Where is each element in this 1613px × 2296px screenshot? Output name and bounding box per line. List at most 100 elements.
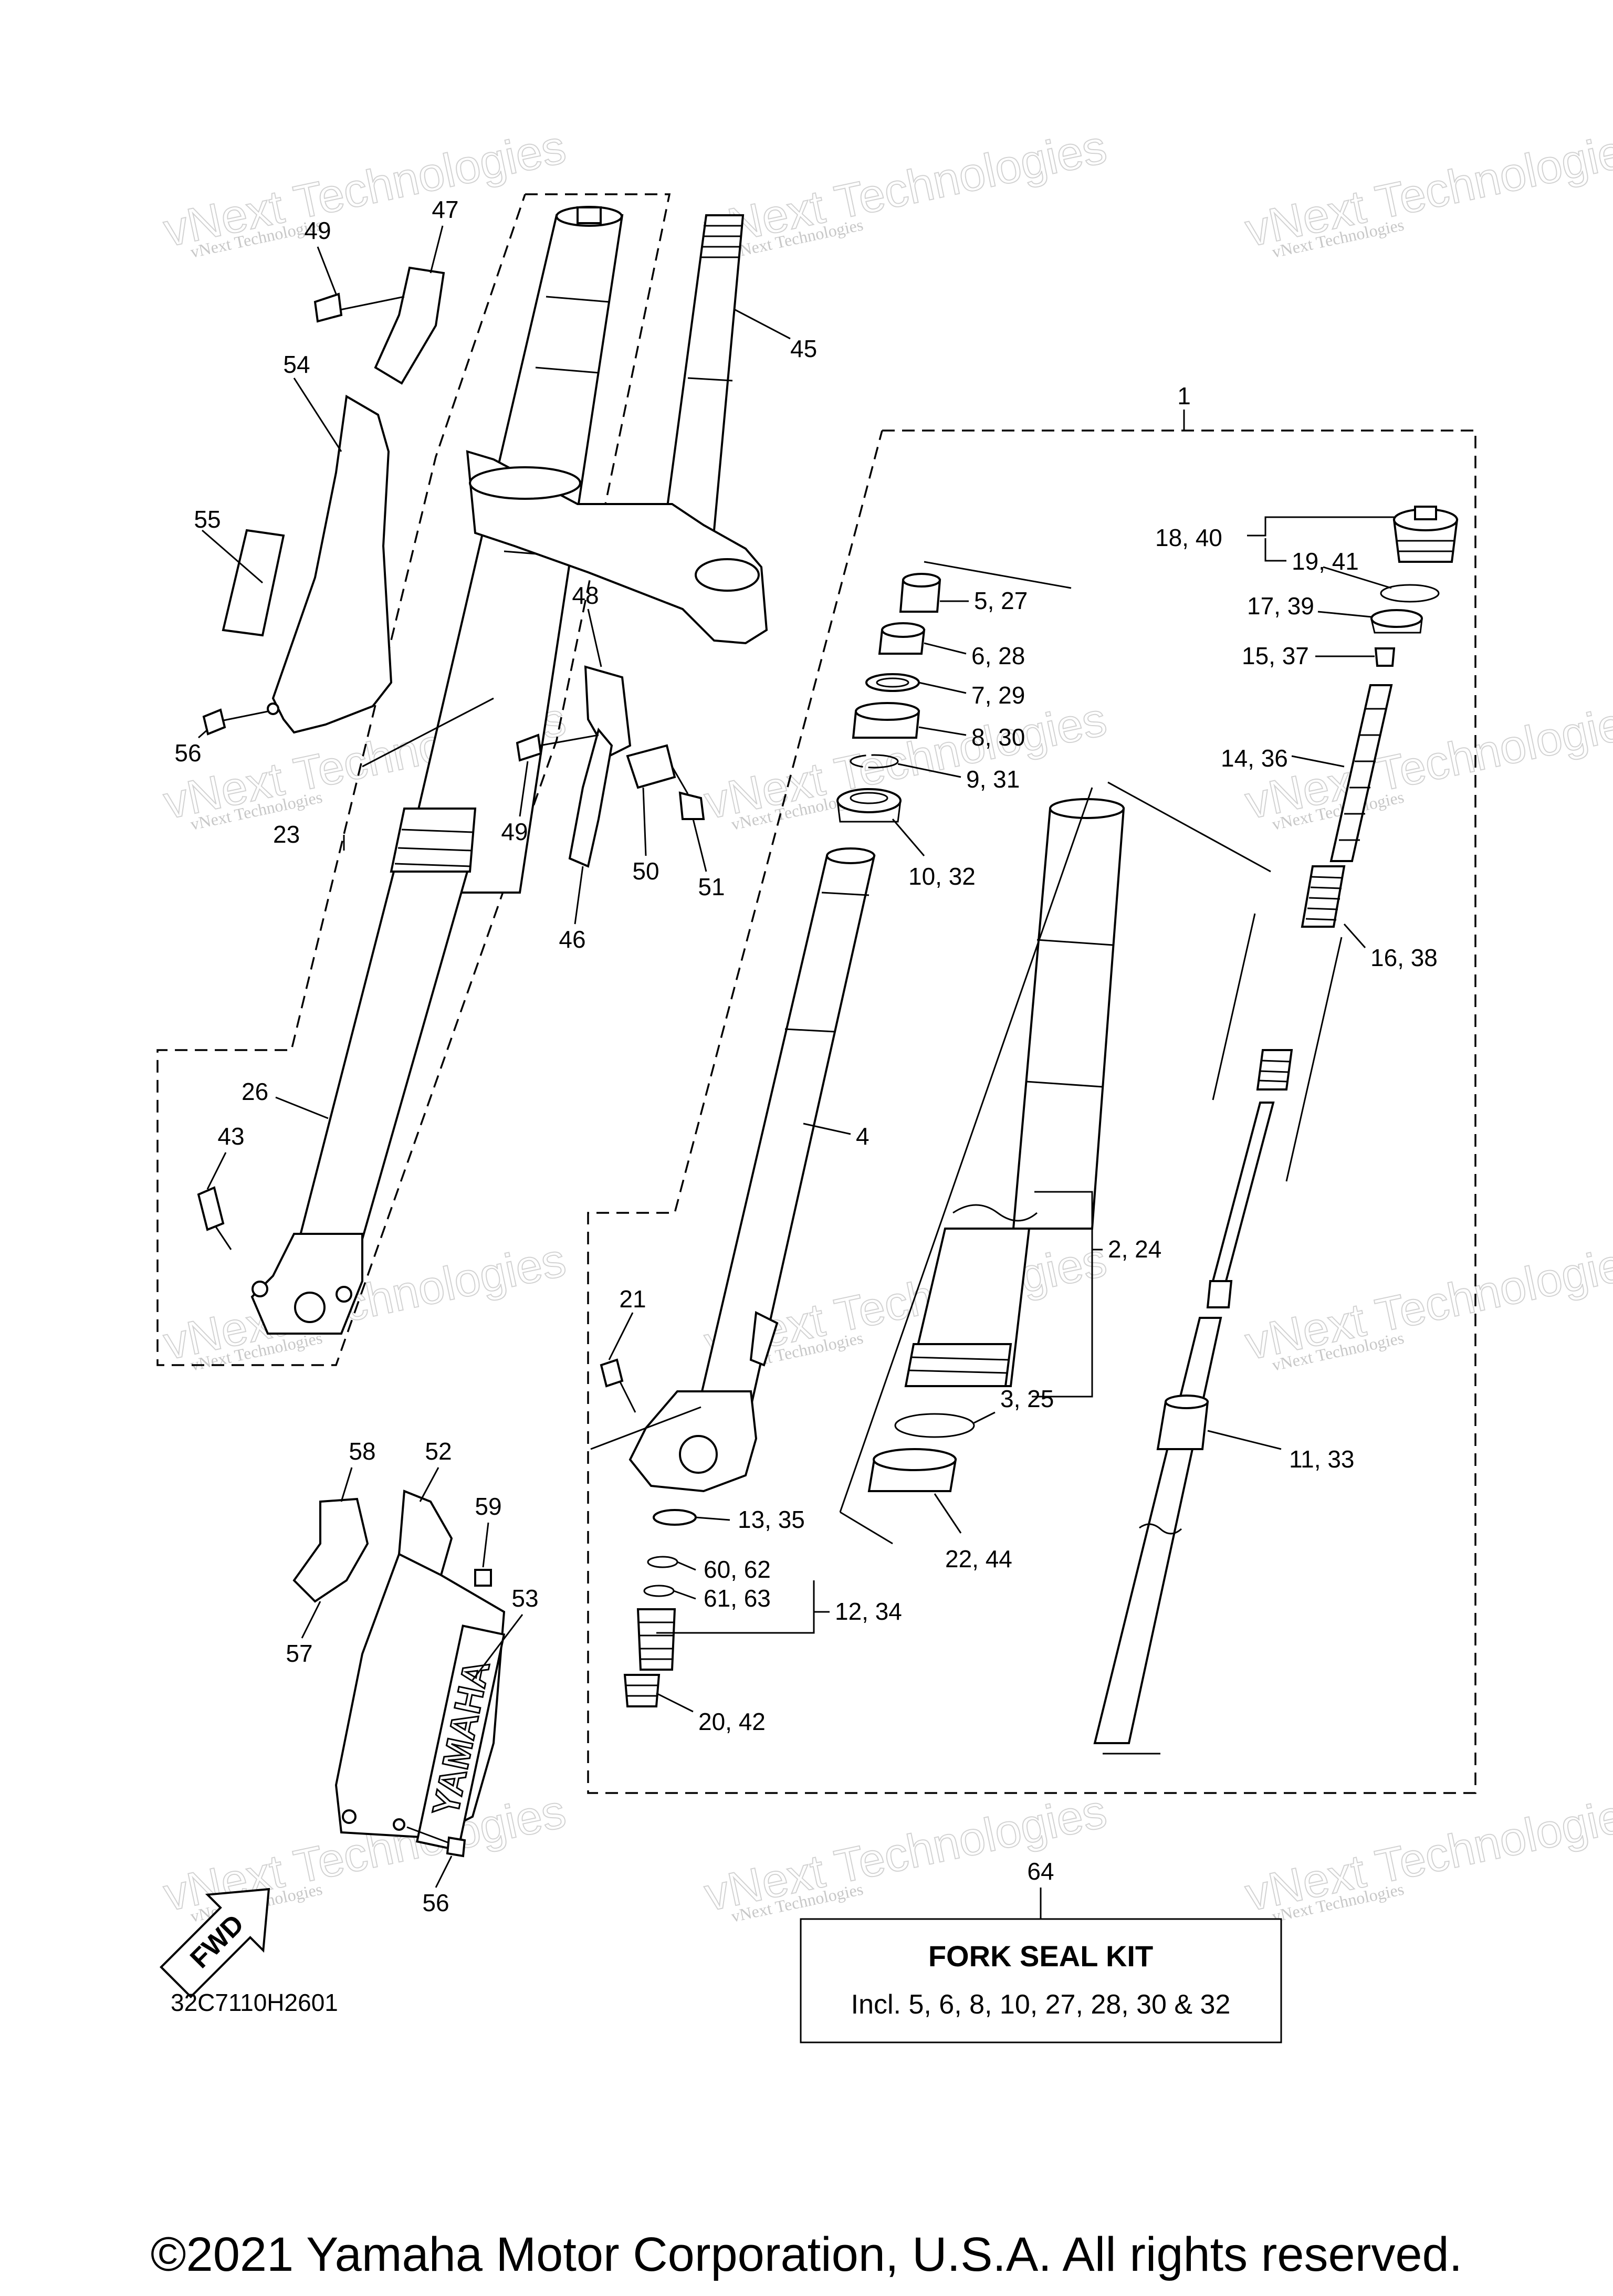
watermark: vNext Technologies vNext Technologies — [159, 120, 571, 261]
cap-thread — [1397, 540, 1454, 552]
bolt-21-shaft — [619, 1380, 636, 1413]
callout-label: 2, 24 — [1108, 1235, 1161, 1263]
callout-label: 10, 32 — [908, 863, 976, 890]
bracket-bolt — [252, 1281, 268, 1297]
callout-label: 54 — [283, 351, 310, 378]
clamp-bore-left — [469, 466, 581, 500]
o-ring-19 — [1380, 584, 1440, 603]
bolt-56-lower — [446, 1836, 466, 1858]
plate-55 — [222, 529, 285, 637]
dust-seal-10-inner — [850, 792, 888, 804]
fork-cap-18-bolt — [1414, 506, 1437, 520]
bolt-56-top — [202, 708, 226, 736]
right-fork-group-outline — [587, 429, 1476, 1794]
boot-ring — [394, 863, 471, 867]
callout-label: 1 — [1177, 382, 1191, 410]
callout-label: 16, 38 — [1370, 944, 1438, 971]
bolt-49-top — [313, 292, 343, 323]
caliper-mount — [749, 1310, 779, 1367]
guard-58 — [292, 1497, 369, 1603]
callout-label: 61, 63 — [704, 1585, 771, 1612]
bolt-51-shaft — [671, 766, 689, 794]
watermark: vNext Technologies vNext Technologies — [1240, 1785, 1613, 1926]
inner-tube-left — [298, 871, 469, 1240]
tube-band — [784, 1028, 835, 1033]
callout-label: 56 — [174, 739, 201, 767]
callout-label: 13, 35 — [738, 1506, 805, 1533]
spring-lower — [1256, 1049, 1293, 1091]
washer-7-inner — [876, 677, 909, 688]
slide-metal-22-top — [873, 1448, 957, 1471]
kit-title: FORK SEAL KIT — [928, 1939, 1153, 1973]
callout-labels: 1 2, 24 3, 25 4 5, 27 6, 28 7, 29 8, 30 … — [174, 196, 1437, 1916]
spring-lower-coils — [1259, 1060, 1291, 1083]
guard-hole — [393, 1818, 405, 1831]
callout-label: 14, 36 — [1221, 745, 1288, 772]
spring-coils — [1305, 876, 1344, 921]
bushing-6-top — [881, 622, 925, 638]
bolt-56-lower-shaft — [406, 1826, 449, 1844]
dust-seal-10-body — [836, 800, 902, 823]
rod-14 — [1329, 684, 1393, 862]
axle-hole — [294, 1292, 326, 1323]
cartridge-collar-top — [1165, 1395, 1209, 1409]
outer-tube-2-break — [952, 1204, 1038, 1222]
boot-ring — [401, 829, 473, 833]
washer-7 — [865, 673, 920, 692]
bolt-49-mid — [516, 733, 542, 762]
base-bolt-20 — [623, 1674, 661, 1707]
callout-label: 15, 37 — [1242, 642, 1309, 669]
callout-label: 21 — [619, 1285, 646, 1313]
svg-text:vNext Technologies: vNext Technologies — [1241, 1234, 1613, 1370]
snap-ring-3 — [894, 1413, 975, 1438]
callout-label: 58 — [349, 1438, 375, 1465]
bushing-5-top — [902, 573, 941, 588]
outer-tube-2-seal — [904, 1343, 1012, 1387]
o-ring-61 — [643, 1585, 675, 1597]
base-valve-ribs — [640, 1621, 674, 1660]
bolt-56-top-shaft — [223, 710, 268, 721]
bracket-47 — [374, 266, 445, 385]
callout-label: 46 — [559, 926, 585, 953]
outer-tube-2 — [1012, 808, 1125, 1230]
clamp-bore — [695, 558, 760, 592]
svg-text:vNext Technologies: vNext Technologies — [1241, 1785, 1613, 1922]
watermark: vNext Technologies vNext Technologies — [159, 1233, 571, 1375]
bolt-43 — [197, 1186, 225, 1231]
callout-label: 56 — [422, 1889, 449, 1916]
bolt-21 — [600, 1358, 624, 1388]
fork-boot — [390, 808, 477, 873]
o-ring-60 — [647, 1556, 678, 1568]
bolt-51 — [678, 791, 705, 820]
boot-ring — [397, 847, 472, 852]
callout-label: 64 — [1027, 1858, 1054, 1885]
leader-lines — [198, 225, 1394, 1919]
callout-label: 8, 30 — [971, 724, 1025, 751]
callout-label: 11, 33 — [1289, 1445, 1354, 1473]
callout-label: 59 — [475, 1493, 501, 1520]
callout-label: 43 — [217, 1123, 244, 1150]
callout-label: 26 — [242, 1078, 268, 1105]
callout-label: 45 — [790, 335, 817, 362]
drawing-code: 32C7110H2601 — [171, 1989, 338, 2016]
callout-label: 57 — [286, 1640, 312, 1667]
watermark: vNext Technologies vNext Technologies — [1240, 693, 1613, 834]
bracket-46 — [568, 727, 613, 868]
stem-thread — [700, 225, 741, 258]
callout-label: 7, 29 — [971, 682, 1025, 709]
guard-hole — [342, 1809, 357, 1824]
fork-guard-54 — [271, 394, 393, 734]
rod-14-ribs — [1339, 708, 1386, 841]
bracket-bolt — [336, 1286, 352, 1303]
callout-label: 3, 25 — [1000, 1385, 1054, 1412]
callout-label: 5, 27 — [974, 587, 1028, 614]
callout-label: 19, 41 — [1292, 548, 1359, 575]
inner-tube-4-top — [826, 847, 875, 864]
callout-label: 22, 44 — [945, 1545, 1012, 1572]
callout-label: 20, 42 — [698, 1708, 766, 1735]
axle-bracket-left — [250, 1233, 363, 1335]
callout-label: 18, 40 — [1155, 524, 1222, 551]
bolt-43-thread — [214, 1225, 232, 1250]
callout-label: 6, 28 — [971, 642, 1025, 669]
triple-clamp — [466, 450, 768, 645]
